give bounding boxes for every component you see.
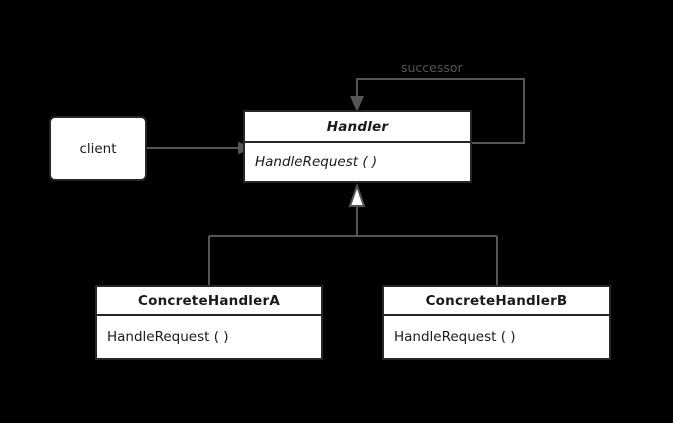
class-box-concretehandlera[interactable]: ConcreteHandlerA HandleRequest ( ) [95,285,323,360]
edge-label-successor: successor [401,60,463,75]
inheritance-triangle-hollow [348,182,366,207]
class-box-handler[interactable]: Handler HandleRequest ( ) [243,110,472,183]
arrowhead-filled-down [350,96,364,112]
class-name-concretehandlera: ConcreteHandlerA [97,287,321,316]
class-operation-handler-handlerequest: HandleRequest ( ) [255,154,378,170]
class-box-concretehandlerb[interactable]: ConcreteHandlerB HandleRequest ( ) [382,285,611,360]
class-operation-concretehandlerb-handlerequest: HandleRequest ( ) [394,329,516,345]
edge-client-to-handler [147,141,252,155]
edge-successor-loop [350,78,525,144]
edge-generalization [208,182,498,285]
class-name-concretehandlerb: ConcreteHandlerB [384,287,609,316]
class-name-handler: Handler [245,112,470,143]
client-label: client [79,140,117,157]
client-box[interactable]: client [49,116,147,181]
class-operation-concretehandlera-handlerequest: HandleRequest ( ) [107,329,229,345]
